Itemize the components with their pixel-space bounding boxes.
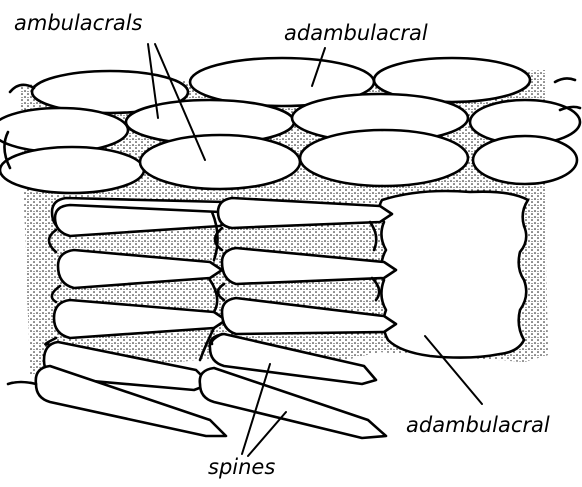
plate-rows [0, 58, 580, 193]
label-adambulacral-top: adambulacral [284, 21, 428, 45]
ambulacral-plate [0, 147, 144, 193]
label-ambulacrals: ambulacrals [14, 11, 143, 35]
label-spines: spines [208, 455, 275, 479]
ambulacral-plate [140, 135, 300, 189]
adambulacral-plate [300, 130, 468, 186]
large-adambulacral-plate [379, 191, 528, 358]
adambulacral-plate [473, 136, 577, 184]
label-adambulacral-bottom: adambulacral [406, 413, 550, 437]
ambulacral-plate [0, 108, 128, 152]
